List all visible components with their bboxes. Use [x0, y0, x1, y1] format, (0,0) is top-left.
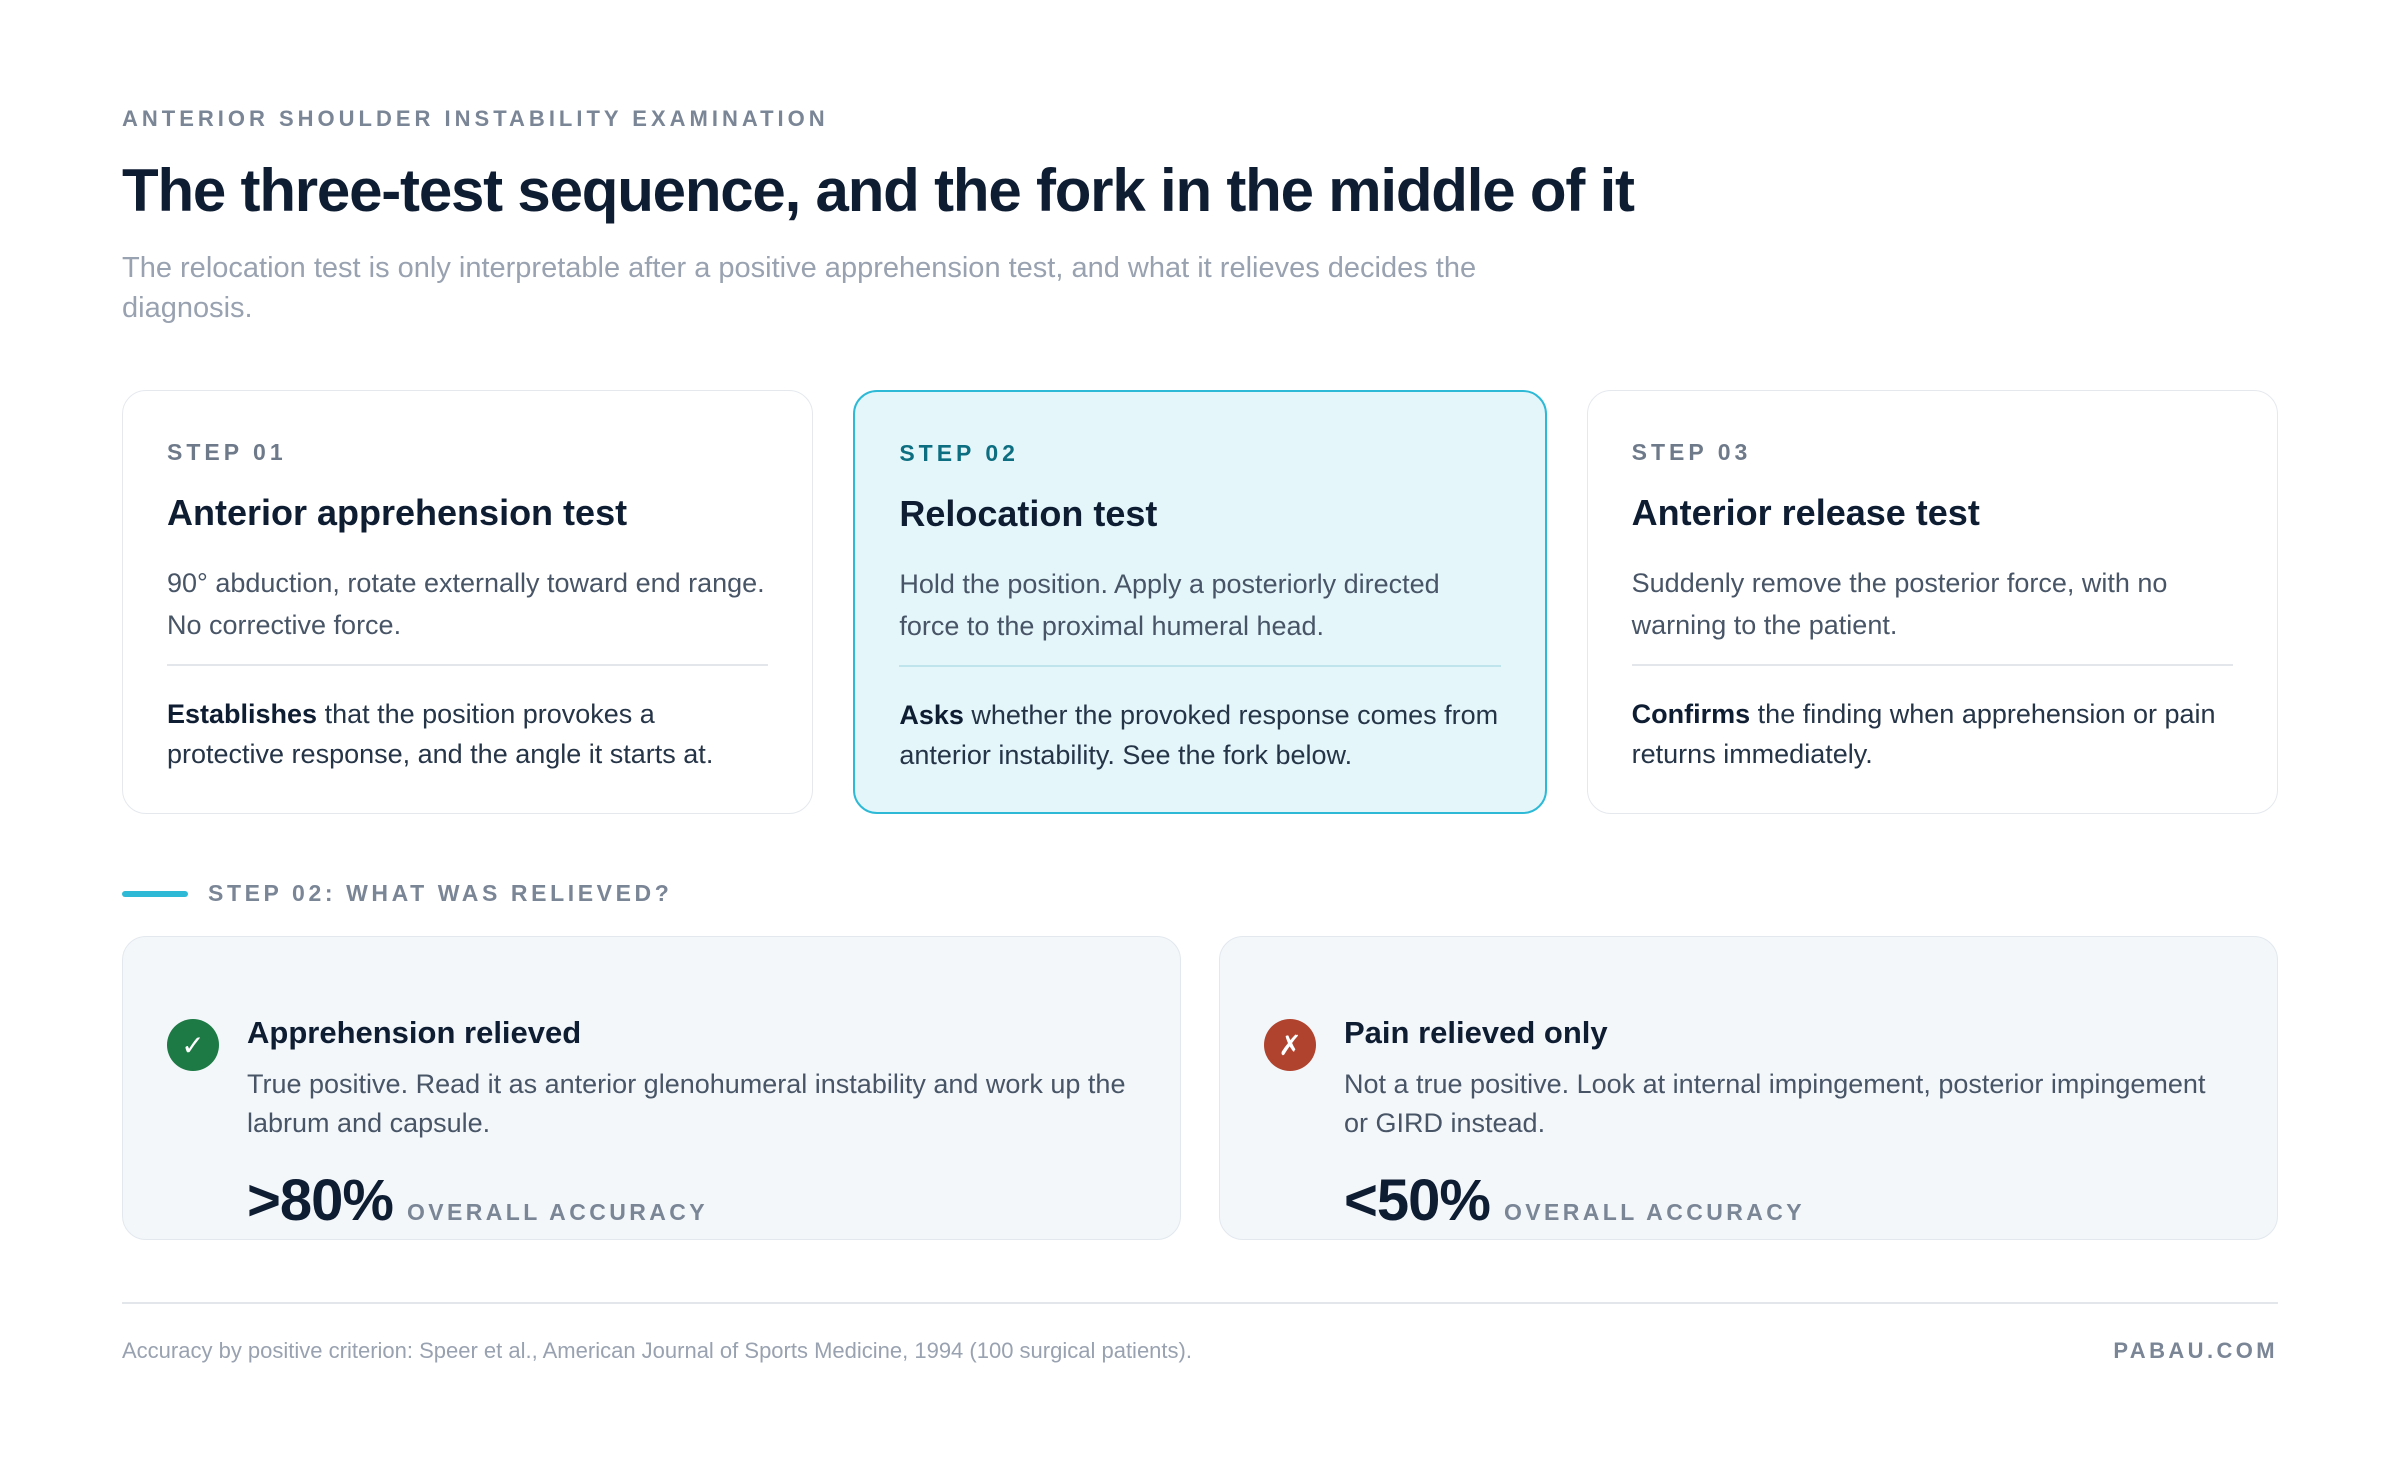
outcomes-row: ✓ Apprehension relieved True positive. R… [122, 936, 2278, 1240]
outcome-title: Apprehension relieved [247, 1015, 582, 1050]
eyebrow: ANTERIOR SHOULDER INSTABILITY EXAMINATIO… [122, 106, 829, 131]
outcome-title: Pain relieved only [1344, 1015, 1608, 1050]
step-number: STEP 02 [899, 440, 1019, 466]
stat-value: <50% [1344, 1168, 1491, 1233]
steps-row: STEP 01 Anterior apprehension test 90° a… [122, 390, 2278, 814]
step-title: Relocation test [899, 493, 1158, 534]
step-description: 90° abduction, rotate externally toward … [167, 568, 765, 640]
step-card-03: STEP 03 Anterior release test Suddenly r… [1586, 390, 2278, 814]
step-number: STEP 03 [1631, 439, 1752, 465]
step-note: Confirms the finding when apprehension o… [1632, 694, 2233, 774]
outcome-card-apprehension: ✓ Apprehension relieved True positive. R… [122, 936, 1181, 1240]
stat-label: OVERALL ACCURACY [406, 1199, 708, 1225]
accent-bar [122, 890, 188, 897]
check-icon: ✓ [167, 1019, 219, 1071]
footer-divider [122, 1302, 2278, 1304]
step-note-lead: Asks [899, 699, 964, 730]
outcome-body: Pain relieved only Not a true positive. … [1344, 977, 2233, 1239]
step-note: Asks whether the provoked response comes… [899, 695, 1500, 775]
step-title: Anterior release test [1631, 492, 1980, 533]
footer-brand: PABAU.COM [2113, 1338, 2278, 1363]
fork-section-label: STEP 02: WHAT WAS RELIEVED? [122, 880, 672, 907]
fork-label-text: STEP 02: WHAT WAS RELIEVED? [208, 880, 673, 906]
stat-label: OVERALL ACCURACY [1503, 1199, 1805, 1225]
outcome-stat: >80% OVERALL ACCURACY [247, 1167, 1136, 1234]
step-title: Anterior apprehension test [167, 492, 628, 533]
step-note-lead: Establishes [167, 698, 318, 729]
step-note-rest: the finding when apprehension or pain re… [1631, 698, 2216, 769]
step-note-rest: that the position provokes a protective … [167, 698, 714, 769]
step-card-01: STEP 01 Anterior apprehension test 90° a… [122, 390, 814, 814]
outcome-description: Not a true positive. Look at internal im… [1344, 1069, 2206, 1138]
step-description: Hold the position. Apply a posteriorly d… [899, 569, 1440, 641]
page-subtitle: The relocation test is only interpretabl… [122, 252, 1477, 324]
step-divider [167, 664, 769, 666]
step-number: STEP 01 [167, 439, 287, 465]
step-description: Suddenly remove the posterior force, wit… [1631, 568, 2168, 640]
outcome-stat: <50% OVERALL ACCURACY [1344, 1167, 2233, 1234]
step-divider [899, 665, 1501, 667]
step-card-02: STEP 02 Relocation test Hold the positio… [853, 390, 1547, 814]
cross-icon: ✗ [1264, 1019, 1316, 1071]
footer-citation: Accuracy by positive criterion: Speer et… [122, 1338, 1192, 1363]
outcome-description: True positive. Read it as anterior gleno… [247, 1069, 1126, 1138]
outcome-body: Apprehension relieved True positive. Rea… [247, 977, 1136, 1239]
step-note-lead: Confirms [1631, 698, 1751, 729]
page-title: The three-test sequence, and the fork in… [122, 157, 1635, 224]
step-divider [1631, 664, 2233, 666]
step-note: Establishes that the position provokes a… [167, 694, 768, 774]
outcome-card-pain: ✗ Pain relieved only Not a true positive… [1219, 936, 2278, 1240]
step-note-rest: whether the provoked response comes from… [899, 699, 1499, 770]
stat-value: >80% [247, 1168, 394, 1233]
